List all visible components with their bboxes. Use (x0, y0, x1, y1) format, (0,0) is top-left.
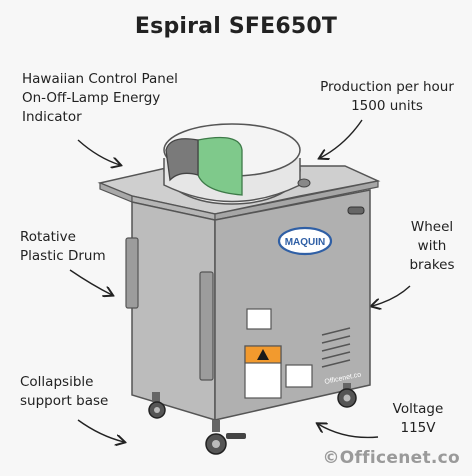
arrow-drum (69, 269, 112, 295)
label-wheel: Wheel with brakes (409, 219, 455, 273)
drum-handle-right (199, 271, 214, 381)
vent-grille (321, 327, 351, 368)
latch (347, 206, 365, 215)
watermark: ©Officenet.co (322, 448, 460, 468)
label-support-base: Collapsible support base (20, 374, 109, 409)
drum-opening-dark (165, 138, 199, 182)
caster-front-center (205, 420, 246, 455)
info-label (285, 364, 313, 388)
arrow-voltage (318, 424, 379, 439)
arrow-control-panel (77, 139, 120, 165)
caster-front-left (148, 392, 166, 419)
brand-name: MAQUIN (285, 237, 326, 248)
brand-badge (277, 226, 333, 256)
arrow-production (320, 119, 363, 158)
arrow-base (77, 419, 124, 442)
arrow-wheel (372, 285, 411, 306)
caster-right (337, 383, 357, 408)
label-voltage: Voltage 115V (392, 401, 444, 436)
spec-plate (246, 308, 272, 330)
drum-opening-green (197, 136, 243, 196)
label-production: Production per hour 1500 units (320, 79, 454, 114)
drum-handle-left (125, 237, 139, 309)
label-drum: Rotative Plastic Drum (20, 229, 106, 264)
diagram-title: Espiral SFE650T (134, 14, 338, 39)
label-control-panel: Hawaiian Control Panel On-Off-Lamp Energ… (22, 71, 178, 125)
